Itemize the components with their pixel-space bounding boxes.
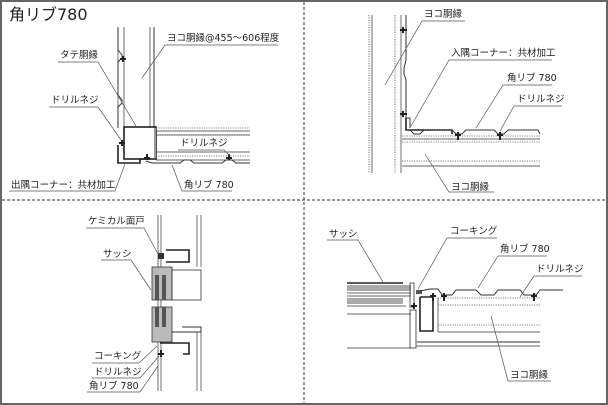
label-caulking: コーキング — [94, 350, 142, 362]
leader-line — [171, 164, 232, 192]
sash-glass — [155, 307, 159, 327]
screw-icon — [497, 132, 503, 140]
screw-icon — [144, 154, 150, 160]
label-yoko-dobuchi: ヨコ胴縁@455～606程度 — [167, 32, 280, 44]
screw-icon — [411, 303, 417, 309]
label-drill-screw: ドリルネジ — [180, 138, 228, 149]
label-caulking: コーキング — [450, 225, 498, 237]
leader-line — [327, 239, 384, 283]
screw-icon — [158, 350, 164, 357]
label-sash: サッシ — [103, 249, 132, 260]
sash-head — [171, 269, 202, 301]
sash-vertical-detail: ケミカル面戸 サッシ コーキング ドリルネジ 角リブ 780 — [86, 215, 202, 393]
screw-icon — [119, 140, 125, 146]
lower-bracket — [160, 342, 190, 355]
screw-icon — [400, 27, 407, 33]
label-panel: 角リブ 780 — [89, 380, 139, 392]
leader-line — [475, 84, 552, 129]
leader-line — [92, 355, 160, 379]
label-panel: 角リブ 780 — [184, 179, 234, 191]
label-yoko-dobuchi-bottom: ヨコ胴縁 — [451, 181, 490, 193]
horizontal-sheet — [145, 159, 250, 164]
label-drill-screw: ドリルネジ — [536, 264, 584, 275]
label-drill-screw: ドリルネジ — [94, 367, 142, 378]
label-inside-corner: 入隅コーナー：共材加工 — [451, 47, 556, 59]
label-drill-screw: ドリルネジ — [517, 94, 565, 105]
sash-glass — [162, 307, 166, 327]
screw-icon — [441, 293, 447, 301]
label-tate-dobuchi: タテ胴縁 — [60, 49, 99, 61]
sash-glass — [155, 275, 159, 300]
label-outside-corner: 出隅コーナー：共材加工 — [11, 179, 116, 191]
leader-line — [417, 237, 497, 290]
sash-horizontal-detail: サッシ コーキング 角リブ 780 ドリルネジ ヨコ胴縁 — [327, 225, 584, 382]
screw-icon — [120, 56, 126, 62]
vertical-sheet — [117, 27, 123, 128]
corner-post — [123, 126, 157, 160]
corner-flashing — [117, 145, 150, 164]
screw-icon — [400, 111, 407, 117]
frame-channel — [419, 296, 434, 332]
upper-bracket — [166, 249, 190, 263]
leader-line — [410, 59, 552, 127]
chemical-seal — [158, 253, 164, 259]
leader-line — [178, 149, 230, 156]
leader-line — [424, 153, 494, 193]
label-yoko-dobuchi-top: ヨコ胴縁 — [424, 8, 463, 20]
leader-line — [86, 227, 159, 255]
horizontal-sheet — [409, 129, 541, 135]
sash-jamb — [409, 309, 417, 349]
outside-corner-detail: ヨコ胴縁@455～606程度 タテ胴縁 ドリルネジ ドリルネジ 出隅コーナー：共… — [9, 27, 280, 192]
sash-layer — [347, 285, 411, 291]
sheet-title: 角リブ780 — [9, 5, 88, 24]
leader-line — [49, 106, 122, 141]
leader-line — [141, 44, 278, 79]
leader-line — [499, 105, 562, 132]
label-drill-screw: ドリルネジ — [51, 95, 99, 106]
leader-line — [87, 365, 159, 393]
screw-icon — [430, 293, 436, 301]
caulking — [416, 290, 422, 294]
screw-icon — [531, 293, 537, 301]
label-panel: 角リブ 780 — [500, 243, 550, 255]
screw-icon — [226, 154, 232, 160]
leader-line — [477, 255, 547, 289]
horizontal-sheet — [419, 288, 563, 296]
sash-sill — [172, 326, 202, 333]
sash-glass — [162, 275, 166, 300]
corner-flashing — [405, 118, 453, 134]
inside-corner-detail: ヨコ胴縁 入隅コーナー：共材加工 角リブ 780 ドリルネジ ヨコ胴縁 — [368, 8, 565, 193]
vertical-sheet — [403, 15, 411, 128]
leader-line — [92, 345, 158, 364]
leader-line — [9, 163, 126, 192]
leader-line — [58, 61, 137, 127]
label-panel: 角リブ 780 — [507, 72, 557, 84]
label-yoko-dobuchi: ヨコ胴縁 — [510, 369, 549, 381]
leader-line — [519, 275, 582, 298]
leader-line — [490, 315, 551, 382]
sash-layer — [347, 298, 403, 304]
screw-icon — [455, 132, 461, 140]
label-chemical-door: ケミカル面戸 — [88, 216, 145, 227]
leader-line — [101, 259, 152, 291]
leader-line — [384, 20, 465, 86]
label-sash: サッシ — [329, 229, 358, 240]
